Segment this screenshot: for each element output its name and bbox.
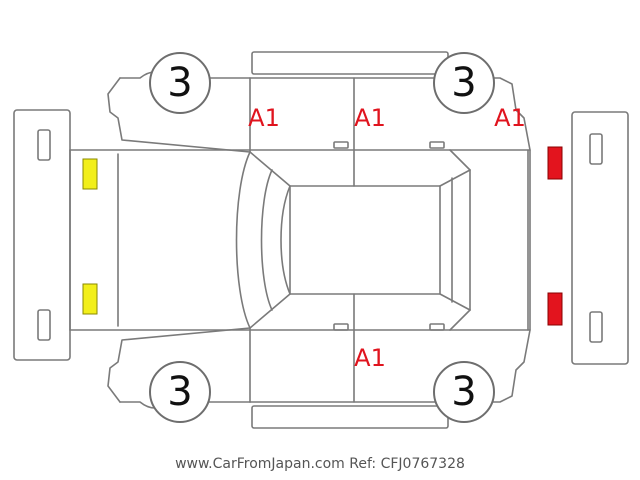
damage-right-front-door: A1 <box>354 344 386 372</box>
front-headlamp-bottom <box>82 283 98 315</box>
right-side-panel <box>107 293 531 429</box>
rear-bumper <box>571 111 629 365</box>
wheel-rear-left-code: 3 <box>451 60 476 106</box>
damage-left-rear-door: A1 <box>354 104 386 132</box>
wheel-rear-right: 3 <box>433 361 495 423</box>
rear-taillamp-bottom <box>547 292 563 326</box>
wheel-front-right-code: 3 <box>167 369 192 415</box>
windshield <box>235 151 291 329</box>
wheel-front-left-code: 3 <box>167 60 192 106</box>
front-headlamp-top <box>82 158 98 190</box>
car-body-top <box>69 149 531 331</box>
rear-taillamp-top <box>547 146 563 180</box>
watermark-text: www.CarFromJapan.com Ref: CFJ0767328 <box>175 456 465 472</box>
front-bumper <box>13 109 71 361</box>
wheel-rear-right-code: 3 <box>451 369 476 415</box>
wheel-front-right: 3 <box>149 361 211 423</box>
damage-left-rear-quarter: A1 <box>494 104 526 132</box>
wheel-rear-left: 3 <box>433 52 495 114</box>
rear-window <box>439 169 471 311</box>
wheel-front-left: 3 <box>149 52 211 114</box>
damage-left-front-door: A1 <box>248 104 280 132</box>
roof <box>289 185 441 295</box>
